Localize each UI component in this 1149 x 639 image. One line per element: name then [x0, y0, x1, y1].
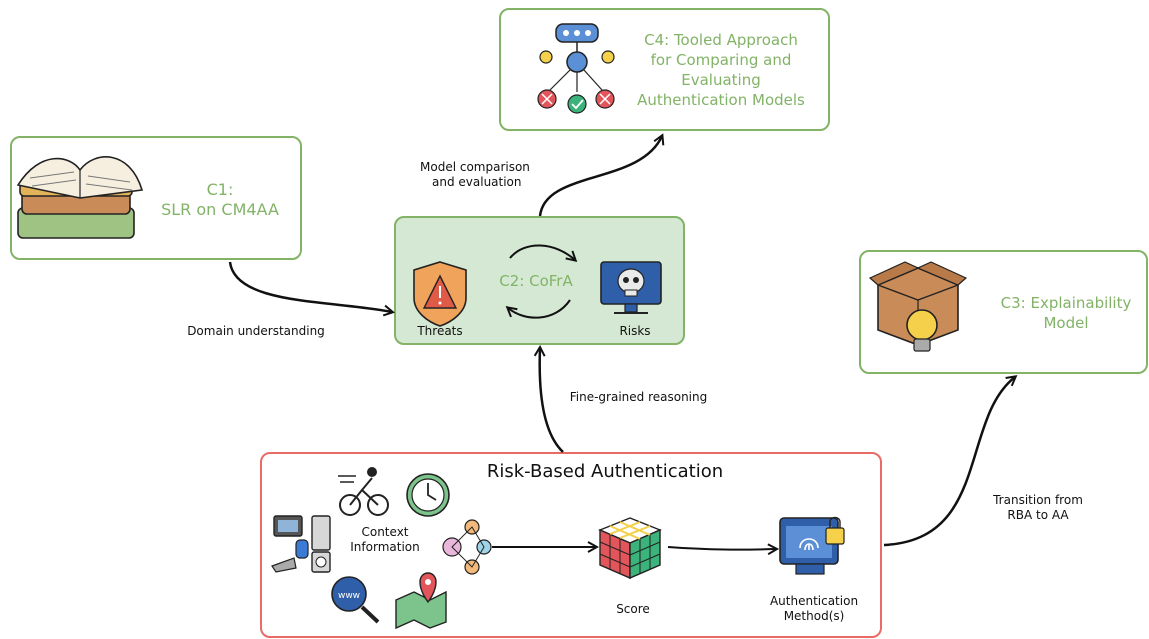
c1-title-line2: SLR on CM4AA — [161, 200, 279, 219]
rubiks-cube-icon — [598, 517, 662, 580]
edge-score-to-auth — [667, 547, 776, 550]
rba-context-label: Context Information — [340, 525, 430, 555]
c4-title-line1: C4: Tooled Approach — [644, 31, 798, 49]
label-model-comparison-line2: and evaluation — [432, 175, 522, 189]
label-transition: Transition from RBA to AA — [978, 493, 1098, 523]
cycle-arrows-icon — [508, 244, 575, 319]
rba-context-line2: Information — [350, 540, 420, 554]
rba-box — [260, 452, 882, 638]
web-search-icon: www — [331, 576, 380, 624]
svg-text:www: www — [338, 591, 360, 601]
devices-icon — [271, 515, 331, 573]
c2-threats-label: Threats — [417, 324, 463, 338]
c2-risks-label: Risks — [619, 324, 651, 338]
rba-score-label: Score — [616, 602, 650, 616]
c1-title: C1: SLR on CM4AA — [150, 180, 290, 220]
c4-title-line3: Evaluating — [681, 71, 761, 89]
rba-auth-line1: Authentication — [769, 594, 859, 608]
fingerprint-lock-icon — [779, 516, 845, 575]
clock-icon — [406, 473, 450, 517]
rba-context-line1: Context — [361, 525, 409, 539]
rba-auth-label: Authentication Method(s) — [756, 594, 872, 624]
warning-shield-icon — [413, 261, 467, 327]
c4-title-line2: for Comparing and — [650, 51, 792, 69]
rba-auth-line2: Method(s) — [783, 609, 845, 623]
c4-title: C4: Tooled Approach for Comparing and Ev… — [626, 30, 816, 110]
c3-title: C3: Explainability Model — [984, 293, 1148, 333]
c3-title-line2: Model — [1043, 314, 1089, 332]
c1-box — [10, 136, 302, 260]
edge-domain-understanding — [228, 261, 392, 312]
c4-title-line4: Authentication Models — [637, 91, 805, 109]
workflow-icon — [537, 23, 615, 114]
books-icon — [16, 156, 144, 239]
edge-model-comparison — [538, 136, 662, 217]
label-transition-line2: RBA to AA — [1007, 508, 1069, 522]
cyclist-icon — [338, 467, 389, 516]
edge-transition — [883, 377, 1015, 547]
label-fine-grained: Fine-grained reasoning — [569, 390, 708, 404]
box-lightbulb-icon — [868, 261, 968, 352]
c1-title-line1: C1: — [206, 180, 234, 199]
c4-box — [499, 8, 830, 131]
c3-box — [859, 250, 1148, 374]
c3-title-line1: C3: Explainability — [1000, 294, 1132, 312]
label-model-comparison: Model comparison and evaluation — [420, 160, 565, 190]
rba-title: Risk-Based Authentication — [486, 461, 724, 482]
map-pin-icon — [395, 572, 447, 630]
c2-title: C2: CoFrA — [499, 272, 573, 290]
label-domain-understanding: Domain understanding — [187, 324, 325, 338]
skull-monitor-icon — [600, 261, 662, 314]
label-model-comparison-line1: Model comparison — [420, 160, 530, 174]
network-people-icon — [442, 519, 492, 575]
edge-fine-grained — [540, 348, 564, 453]
label-transition-line1: Transition from — [993, 493, 1083, 507]
